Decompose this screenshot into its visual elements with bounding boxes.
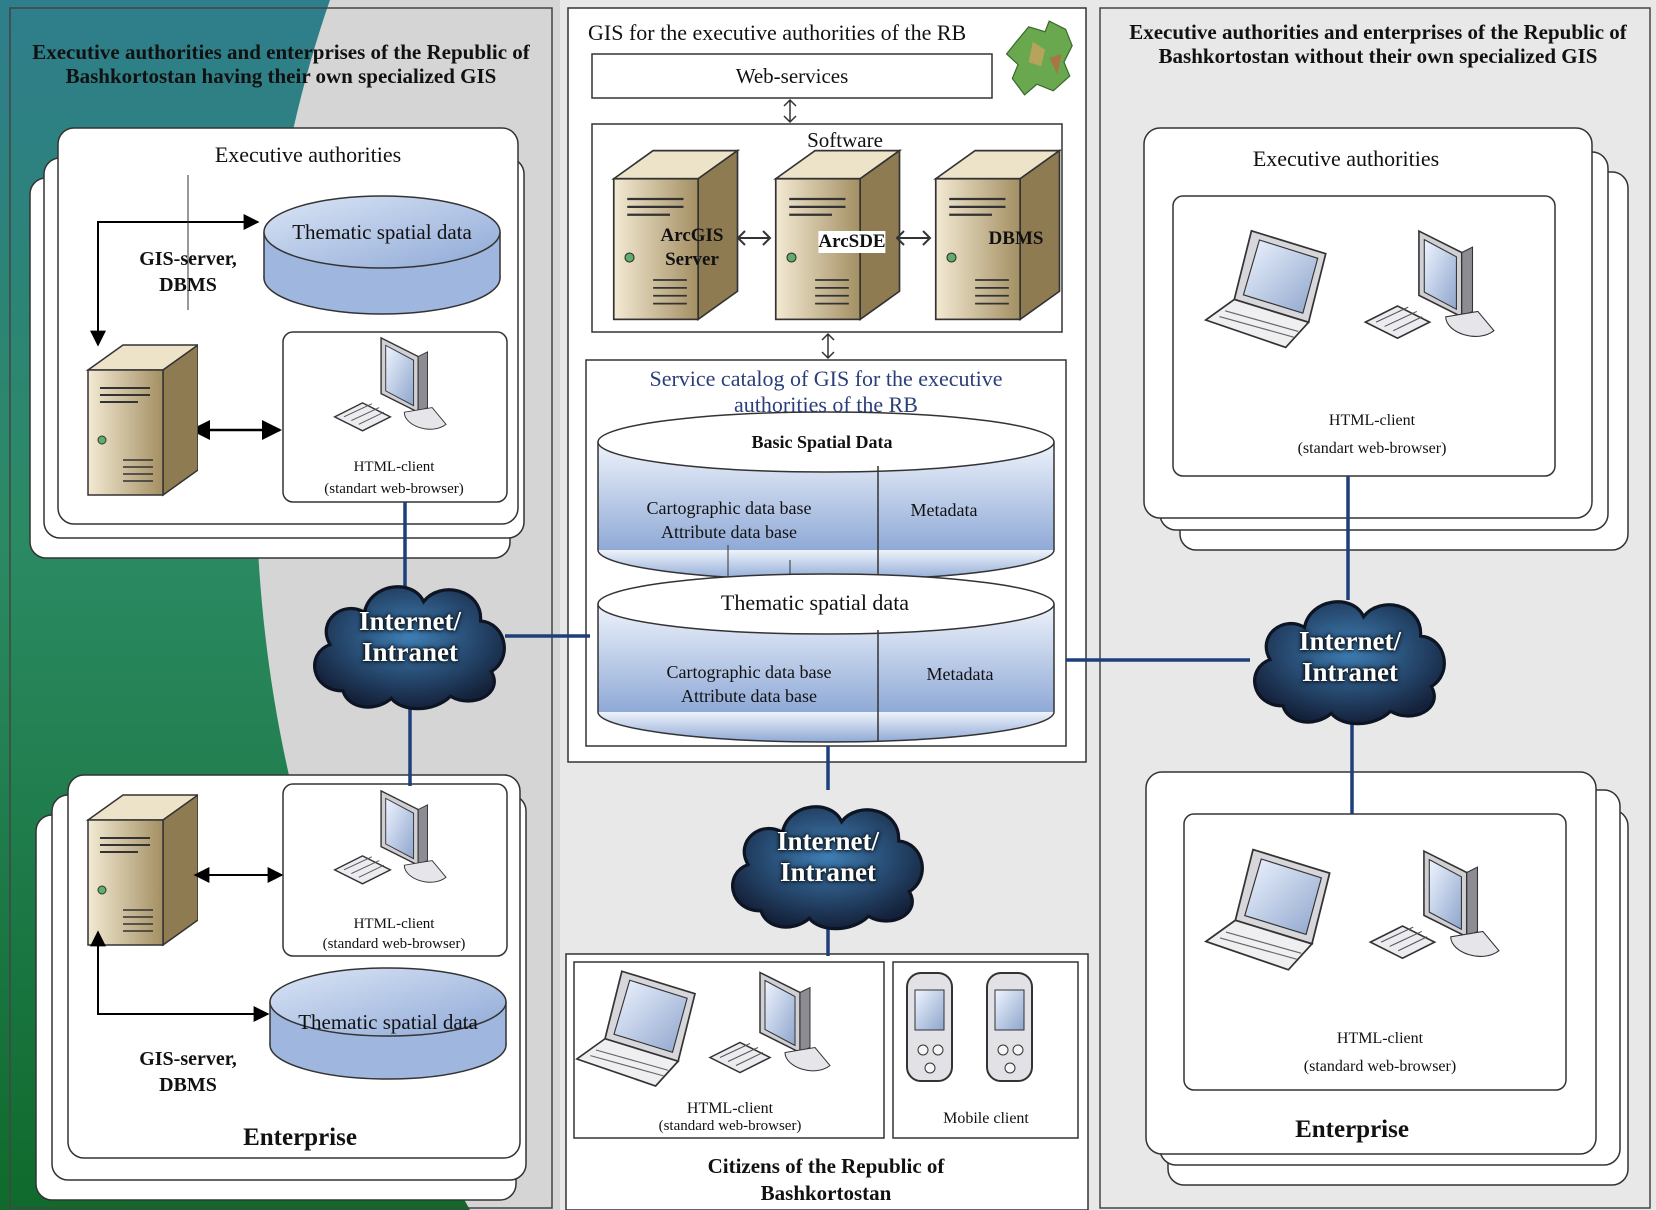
web-services-label: Web-services bbox=[735, 64, 849, 88]
thematic-data-line2: Attribute data base bbox=[681, 686, 817, 706]
basic-data-meta: Metadata bbox=[910, 500, 978, 520]
left-ent-data-cylinder bbox=[269, 967, 507, 1037]
web-services-box bbox=[591, 53, 993, 99]
basic-spatial-data-cylinder bbox=[597, 411, 1055, 473]
right-panel-frame bbox=[1099, 7, 1651, 1209]
mobile-phone-icon-2 bbox=[986, 972, 1033, 1082]
left-cloud-line1: Internet/ bbox=[359, 606, 461, 636]
service-catalog-line1: Service catalog of GIS for the executive bbox=[649, 366, 1003, 391]
service-catalog-line2: authorities of the RB bbox=[734, 392, 918, 417]
left-exec-label: Executive authorities bbox=[214, 142, 402, 167]
dbms-server-label: DBMS bbox=[988, 228, 1044, 249]
left-exec-data-label: Thematic spatial data bbox=[292, 220, 472, 244]
thematic-data-title: Thematic spatial data bbox=[720, 590, 910, 615]
left-ent-client-sub: (standard web-browser) bbox=[322, 936, 466, 952]
left-exec-server-icon bbox=[87, 344, 198, 496]
left-enterprise-label: Enterprise bbox=[243, 1124, 357, 1151]
software-label: Software bbox=[807, 128, 883, 152]
right-exec-label: Executive authorities bbox=[1252, 146, 1440, 171]
basic-data-line1: Cartographic data base bbox=[646, 498, 812, 518]
left-ent-server-icon bbox=[87, 794, 198, 946]
citizens-client-label: HTML-client bbox=[686, 1100, 774, 1117]
left-ent-gis-server-label: GIS-server, bbox=[139, 1048, 237, 1070]
center-panel-title: GIS for the executive authorities of the… bbox=[588, 20, 967, 45]
left-exec-client-sub: (standart web-browser) bbox=[324, 481, 464, 497]
basic-data-title: Basic Spatial Data bbox=[751, 432, 893, 452]
right-cloud-label: Internet/ Intranet bbox=[1250, 626, 1450, 688]
left-cloud-line2: Intranet bbox=[362, 637, 458, 668]
left-cloud-label: Internet/ Intranet bbox=[310, 606, 510, 668]
thematic-data-line1: Cartographic data base bbox=[666, 662, 832, 682]
left-panel-frame bbox=[9, 7, 553, 1209]
right-enterprise-label: Enterprise bbox=[1295, 1116, 1409, 1143]
arcsde-label: ArcSDE bbox=[818, 231, 886, 253]
basic-data-line2: Attribute data base bbox=[661, 522, 797, 542]
center-cloud-line2: Intranet bbox=[780, 857, 876, 888]
right-exec-client-sub: (standart web-browser) bbox=[1297, 440, 1447, 457]
left-ent-dbms-label: DBMS bbox=[159, 1074, 217, 1096]
left-exec-client-label: HTML-client bbox=[353, 459, 435, 475]
center-cloud-label: Internet/ Intranet bbox=[728, 826, 928, 888]
left-exec-dbms-label: DBMS bbox=[159, 274, 217, 296]
arcgis-label-line2: Server bbox=[665, 249, 719, 270]
network-connectors bbox=[403, 476, 1354, 956]
right-exec-client-label: HTML-client bbox=[1328, 412, 1416, 429]
mobile-phone-icon-1 bbox=[906, 972, 953, 1082]
right-ent-client-sub: (standard web-browser) bbox=[1303, 1058, 1457, 1075]
left-ent-client-box bbox=[282, 783, 508, 957]
left-ent-client-label: HTML-client bbox=[353, 916, 435, 932]
right-panel-title: Executive authorities and enterprises of… bbox=[1129, 20, 1627, 69]
right-ent-client-label: HTML-client bbox=[1336, 1030, 1424, 1047]
right-cloud-line1: Internet/ bbox=[1299, 626, 1401, 656]
thematic-data-meta: Metadata bbox=[926, 664, 994, 684]
thematic-spatial-data-cylinder bbox=[597, 573, 1055, 635]
citizens-client-sub: (standard web-browser) bbox=[658, 1118, 802, 1134]
right-cloud-line2: Intranet bbox=[1302, 657, 1398, 688]
left-exec-client-box bbox=[282, 331, 508, 503]
citizens-title-line2: Bashkortostan bbox=[760, 1181, 892, 1205]
left-panel-title: Executive authorities and enterprises of… bbox=[32, 40, 530, 89]
right-exec-client-box bbox=[1172, 195, 1556, 477]
left-exec-data-cylinder bbox=[263, 195, 501, 269]
left-ent-data-label: Thematic spatial data bbox=[298, 1010, 478, 1034]
center-cloud-line1: Internet/ bbox=[777, 826, 879, 856]
mobile-client-label: Mobile client bbox=[943, 1110, 1029, 1127]
citizens-title-line1: Citizens of the Republic of bbox=[707, 1154, 945, 1178]
left-exec-gis-server-label: GIS-server, bbox=[139, 248, 237, 270]
arcgis-label-line1: ArcGIS bbox=[660, 225, 724, 246]
